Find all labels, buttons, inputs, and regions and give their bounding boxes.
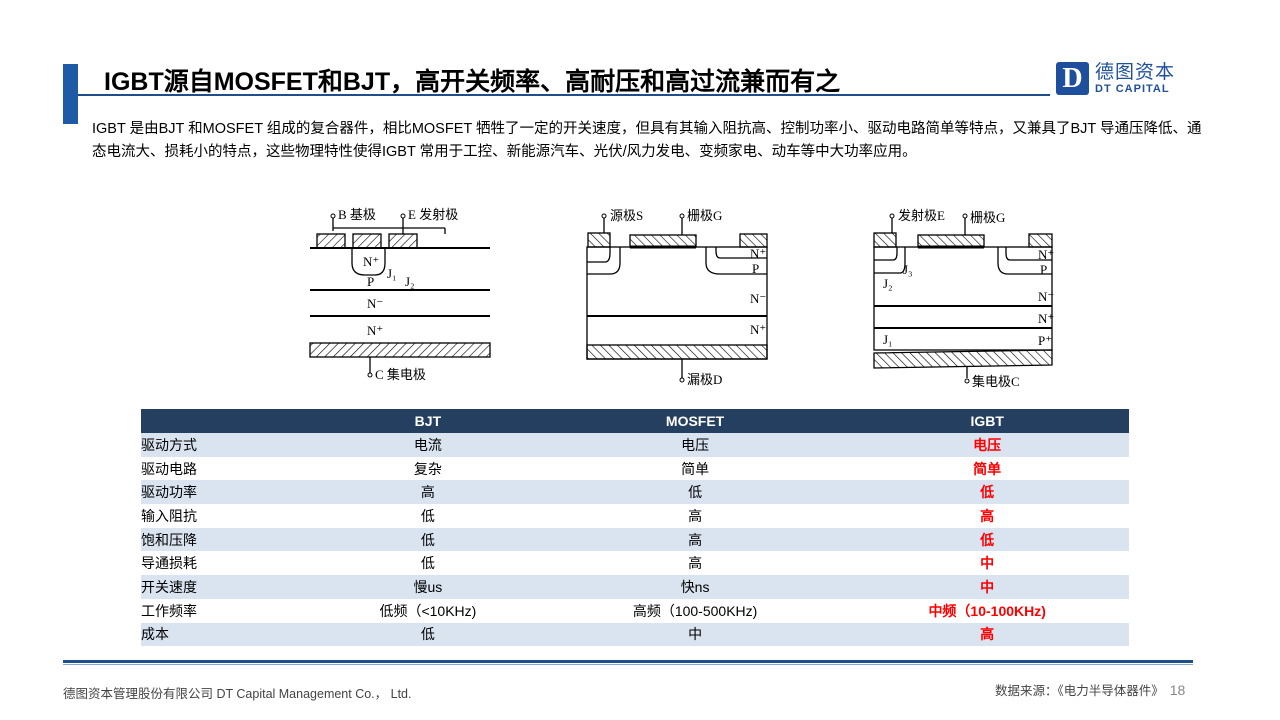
table-row: 导通损耗 低 高 中	[141, 551, 1129, 575]
row-label: 输入阻抗	[141, 507, 197, 524]
mosfet-cell: 电压	[544, 433, 846, 457]
mosfet-structure-diagram: 源极S 栅极G N⁺ P N⁻ N⁺ 漏极D	[586, 208, 768, 387]
table-row: 工作频率 低频（<10KHz) 高频（100-500KHz) 中频（10-100KHz…	[141, 599, 1129, 623]
igbt-cell: 简单	[973, 460, 1002, 477]
mosfet-gate-label: 栅极G	[687, 208, 722, 223]
igbt-p-label: P	[1040, 262, 1047, 277]
mosfet-p-label: P	[752, 261, 759, 276]
page-number: 18	[1169, 682, 1186, 698]
mosfet-cell: 中	[544, 622, 846, 647]
igbt-collector-label: 集电极C	[972, 374, 1020, 389]
row-label: 驱动功率	[141, 480, 311, 505]
bjt-cell: 低	[311, 622, 545, 647]
bjt-emitter-label: E 发射极	[408, 207, 458, 222]
logo-en: DT CAPITAL	[1095, 82, 1170, 95]
page-title: IGBT源自MOSFET和BJT，高开关频率、高耐压和高过流兼而有之	[104, 68, 841, 96]
table-row: 成本低中高	[141, 622, 1129, 647]
intro-paragraph: IGBT 是由BJT 和MOSFET 组成的复合器件，相比MOSFET 牺牲了一…	[92, 121, 1202, 160]
bjt-base-label: B 基极	[338, 207, 376, 222]
row-label: 饱和压降	[141, 527, 311, 552]
footer-company: 德图资本管理股份有限公司 DT Capital Management Co.， …	[63, 687, 412, 701]
mosfet-source-label: 源极S	[610, 208, 643, 223]
bjt-nminus-label: N⁻	[367, 296, 383, 311]
table-row: 驱动电路 复杂 简单 简单	[141, 457, 1129, 481]
source-text: 数据来源：《电力半导体器件》	[995, 684, 1164, 698]
igbt-nplus2-label: N⁺	[1038, 311, 1054, 326]
footer-divider-thin	[63, 664, 1193, 665]
logo: D 德图资本 DT CAPITAL	[1056, 62, 1175, 95]
row-label: 工作频率	[141, 602, 197, 619]
row-label: 开关速度	[141, 575, 311, 599]
igbt-j3-label: J₃	[903, 262, 913, 277]
row-label: 驱动方式	[141, 433, 311, 457]
bjt-structure-diagram: B 基极 E 发射极 N⁺ J₁ P J₂ N⁻ N⁺ C 集电极	[309, 207, 491, 382]
igbt-gate-label: 栅极G	[970, 210, 1005, 225]
mosfet-nplus-label: N⁺	[750, 246, 766, 261]
bjt-cell: 低	[420, 507, 435, 524]
igbt-cell: 低	[845, 480, 1129, 505]
mosfet-cell: 高	[688, 507, 703, 524]
logo-cn: 德图资本	[1095, 61, 1176, 83]
table-row: 饱和压降低高低	[141, 527, 1129, 552]
igbt-pplus-label: P⁺	[1038, 333, 1052, 348]
bjt-p-label: P	[367, 274, 374, 289]
igbt-cell: 高	[980, 507, 995, 524]
bjt-nplus-label: N⁺	[363, 254, 379, 269]
igbt-j2-label: J₂	[883, 276, 893, 291]
bjt-j2-label: J₂	[405, 274, 415, 289]
footer-divider	[63, 660, 1193, 663]
title-accent-bar	[63, 64, 78, 124]
table-row: 输入阻抗 低 高 高	[141, 504, 1129, 528]
igbt-nminus-label: N⁻	[1038, 289, 1054, 304]
igbt-emitter-label: 发射极E	[898, 208, 945, 223]
igbt-cell: 低	[845, 527, 1129, 552]
igbt-cell: 中频（10-100KHz)	[928, 602, 1046, 619]
bjt-cell: 高	[311, 480, 545, 505]
row-label: 成本	[141, 622, 311, 647]
bjt-collector-label: C 集电极	[375, 367, 426, 382]
mosfet-cell: 高	[544, 527, 846, 552]
bjt-nplus2-label: N⁺	[367, 323, 383, 338]
bjt-cell: 低	[420, 555, 435, 572]
mosfet-cell: 快ns	[544, 575, 846, 599]
igbt-cell: 中	[980, 555, 995, 572]
footer-source: 数据来源：《电力半导体器件》 18	[995, 680, 1185, 699]
igbt-cell: 中	[845, 575, 1129, 599]
mosfet-cell: 高	[688, 555, 703, 572]
mosfet-cell: 高频（100-500KHz)	[632, 602, 758, 619]
igbt-j1-label: J₁	[883, 332, 893, 347]
comparison-table: BJT MOSFET IGBT 驱动方式电流电压电压驱动电路复杂简单简单驱动功率…	[141, 409, 1129, 647]
mosfet-drain-label: 漏极D	[687, 372, 722, 387]
header-blank	[141, 409, 311, 433]
row-label: 导通损耗	[141, 555, 197, 572]
table-header-row: BJT MOSFET IGBT	[141, 409, 1129, 433]
header-mosfet: MOSFET	[544, 409, 846, 433]
bjt-cell: 慢us	[311, 575, 545, 599]
table-row: 驱动功率高低低	[141, 480, 1129, 505]
igbt-cell: 电压	[845, 433, 1129, 457]
igbt-cell: 高	[845, 622, 1129, 647]
mosfet-nplus2-label: N⁺	[750, 322, 766, 337]
bjt-cell: 低	[311, 527, 545, 552]
header-igbt: IGBT	[845, 409, 1129, 433]
bjt-cell: 复杂	[413, 460, 442, 477]
table-row: 驱动方式电流电压电压	[141, 433, 1129, 457]
bjt-cell: 电流	[311, 433, 545, 457]
header-bjt: BJT	[311, 409, 545, 433]
logo-mark-icon: D	[1056, 62, 1089, 95]
title-divider	[78, 94, 1050, 96]
bjt-j1-label: J₁	[387, 266, 397, 281]
bjt-cell: 低频（<10KHz)	[379, 602, 477, 619]
mosfet-cell: 简单	[681, 460, 710, 477]
mosfet-cell: 低	[544, 480, 846, 505]
row-label: 驱动电路	[141, 460, 197, 477]
igbt-structure-diagram: 发射极E 栅极G N⁺ P J₃ J₂ N⁻ N⁺ J₁ P⁺ 集电极C	[873, 208, 1054, 389]
igbt-nplus-label: N⁺	[1038, 247, 1054, 262]
mosfet-nminus-label: N⁻	[750, 291, 766, 306]
